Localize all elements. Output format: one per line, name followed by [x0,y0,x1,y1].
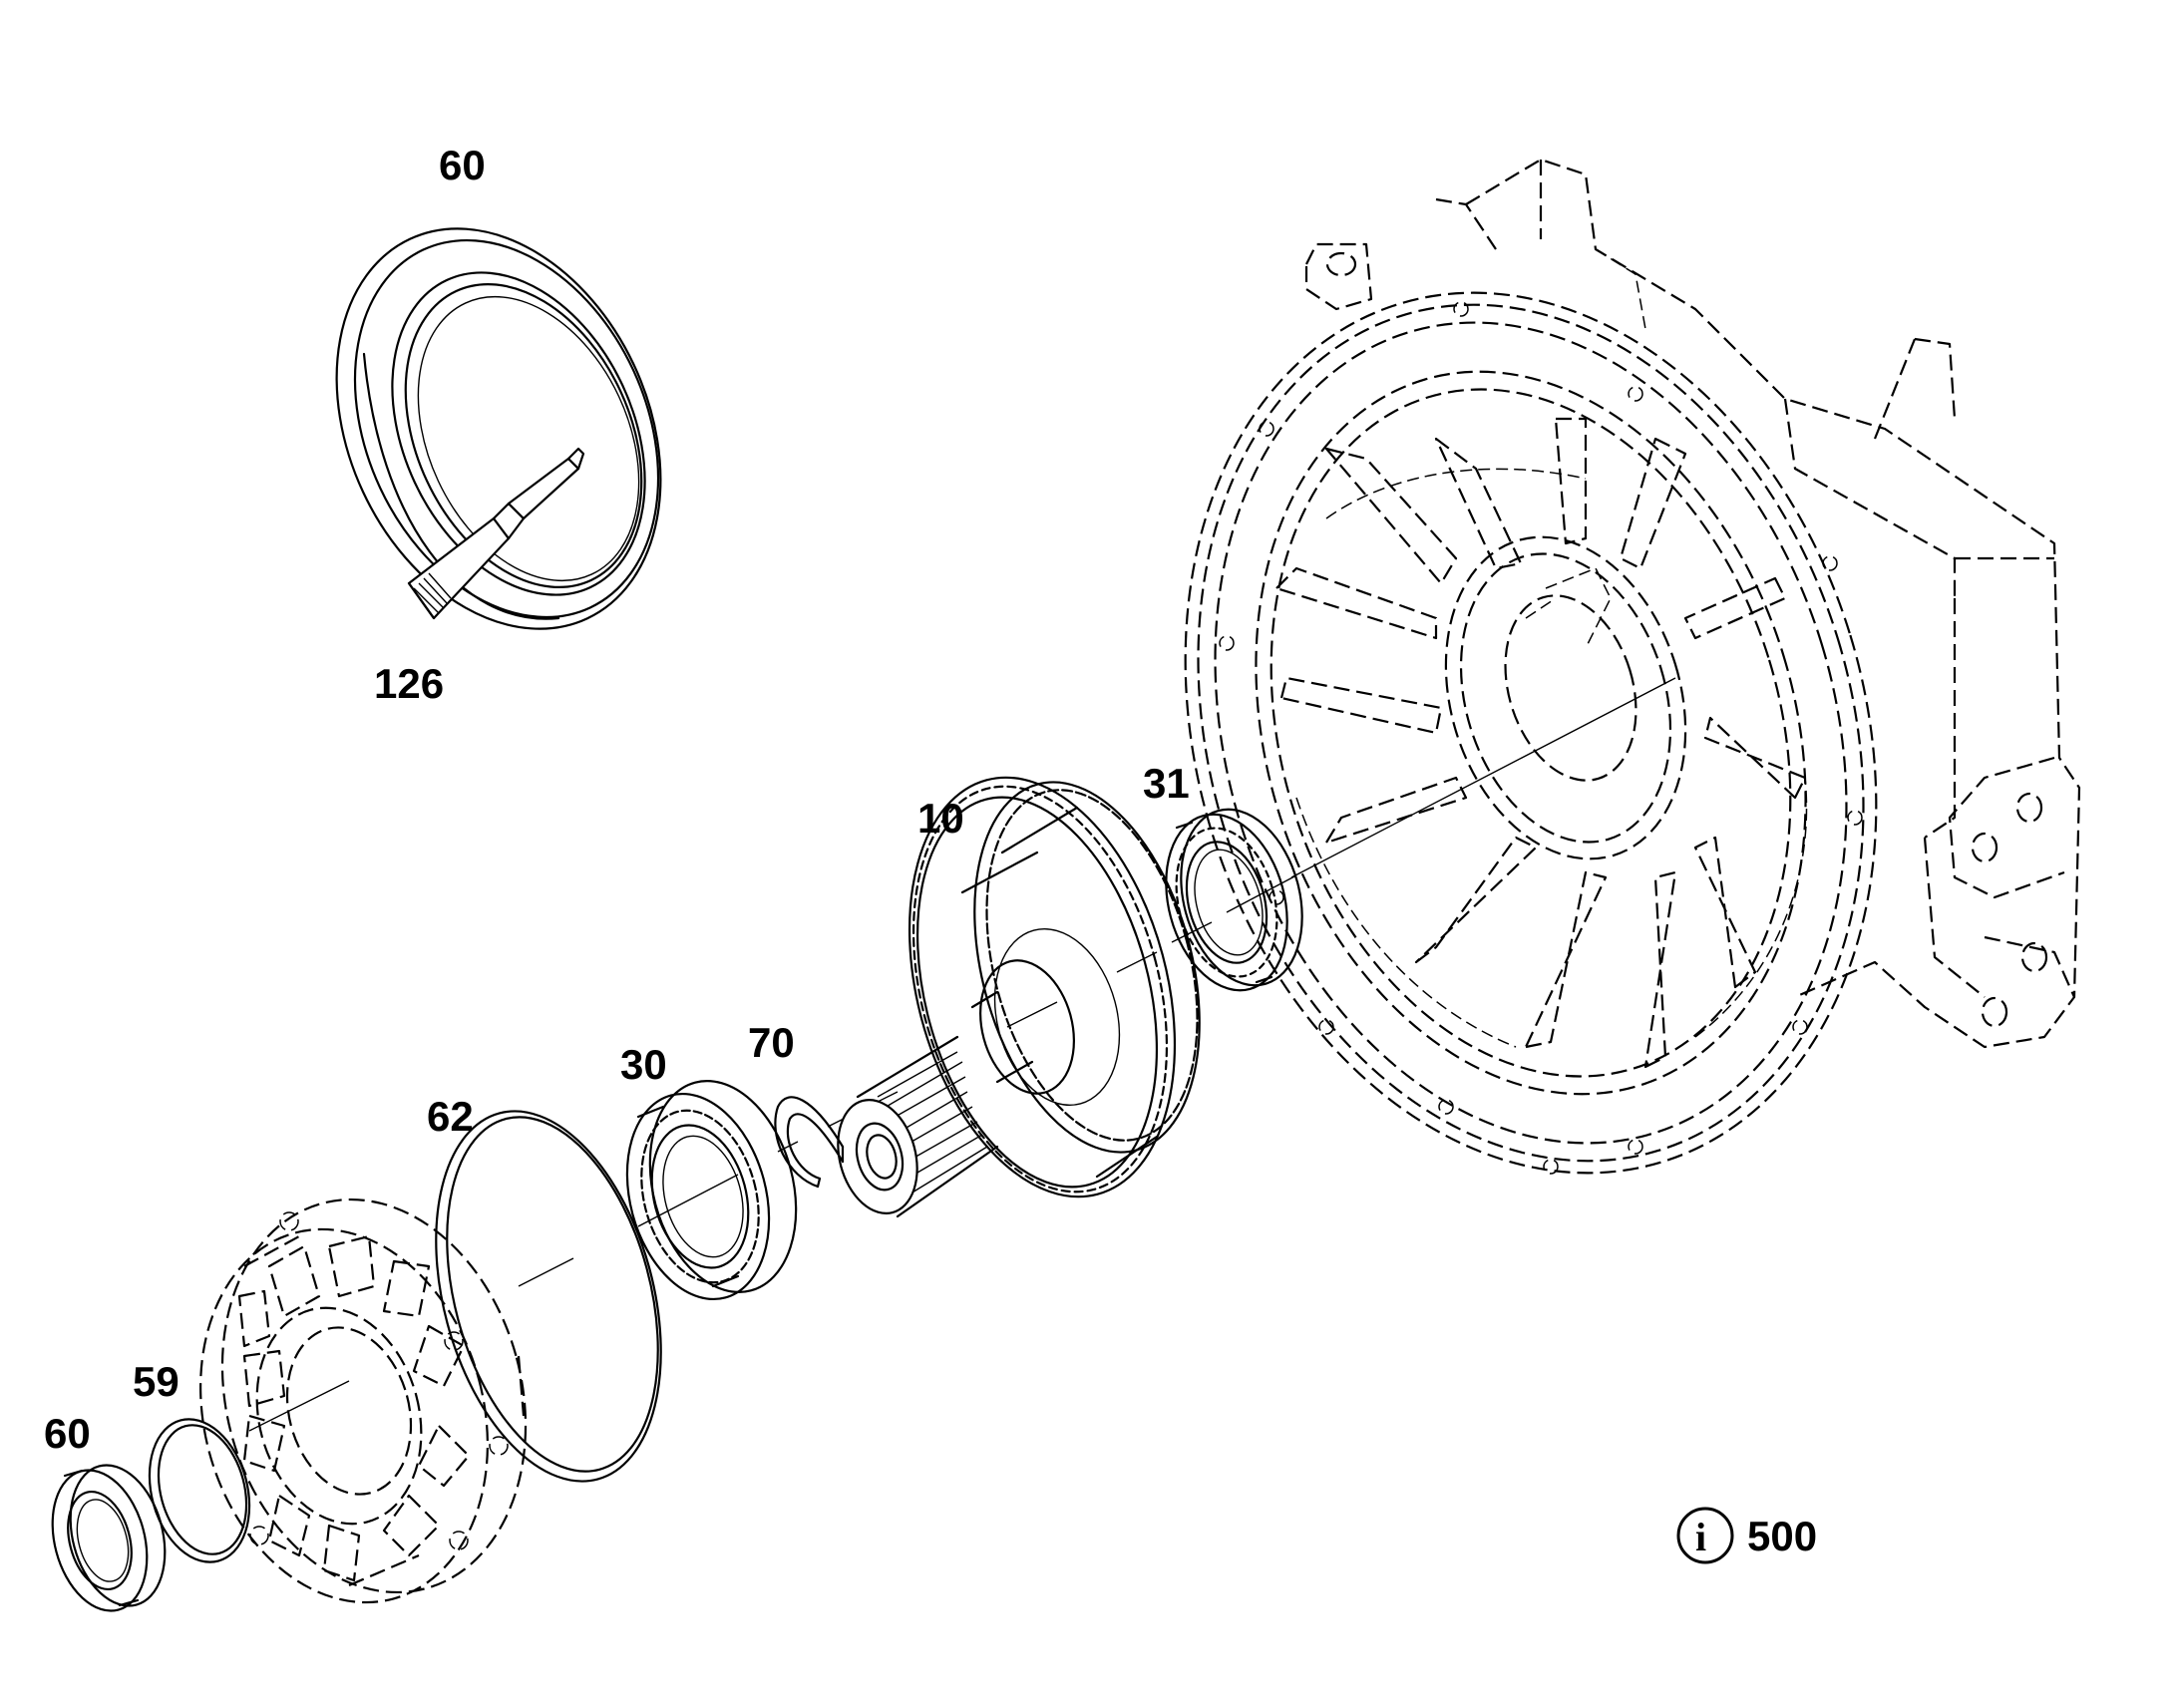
housing [1184,158,2081,1175]
sealant-tube [407,447,585,620]
callout-seal-top: 60 [439,142,486,188]
o-ring [435,1110,662,1483]
cover [199,1197,528,1604]
callout-ring: 59 [133,1358,180,1405]
callout-bearing-rear: 31 [1143,760,1190,807]
callout-snap-ring: 70 [748,1019,795,1066]
snap-ring [774,1096,845,1189]
callout-gear-shaft: 10 [917,795,964,842]
housing-ribs [1274,417,1807,1069]
bearing-front [625,1080,798,1301]
callout-o-ring: 62 [427,1093,474,1140]
svg-text:i: i [1695,1515,1706,1559]
bearing-rear [1165,808,1303,992]
info-icon [1676,1507,1734,1564]
callout-bearing-front: 30 [620,1041,667,1088]
ring [148,1418,251,1563]
info-reference: i 500 [1676,1507,1817,1564]
seal-top [335,227,662,630]
flange-holes [1219,301,1863,1175]
callout-seal-bottom: 60 [44,1410,91,1457]
seal-bottom [51,1464,167,1612]
gear-shaft [837,776,1201,1218]
info-label: 500 [1747,1513,1817,1559]
callout-sealant: 126 [374,660,444,707]
